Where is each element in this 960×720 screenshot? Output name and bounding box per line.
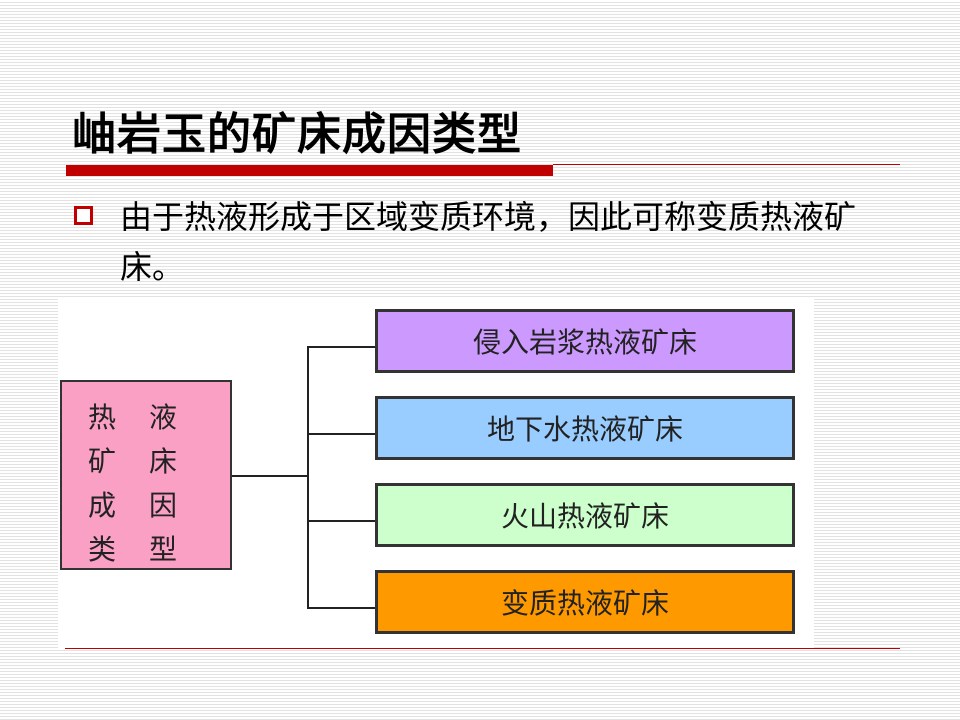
root-char: 床 (149, 445, 178, 478)
root-node: 热 液 矿 床 成 因 类 型 (60, 380, 232, 570)
connector-branch-4 (307, 607, 375, 609)
root-char: 热 (88, 401, 117, 434)
connector-branch-2 (307, 433, 375, 435)
child-node-volcanic: 火山热液矿床 (375, 483, 795, 547)
root-char: 液 (149, 401, 178, 434)
root-char: 因 (149, 489, 178, 522)
root-char: 矿 (88, 445, 117, 478)
title-underline-thick (66, 165, 553, 176)
slide-title: 岫岩玉的矿床成因类型 (72, 109, 522, 160)
child-node-intrusive: 侵入岩浆热液矿床 (375, 309, 795, 373)
square-bullet-icon (74, 206, 93, 225)
bullet-text: 由于热液形成于区域变质环境，因此可称变质热液矿床。 (120, 198, 857, 286)
root-char: 型 (149, 533, 178, 566)
title-underline-thin (553, 164, 900, 165)
root-char: 成 (88, 489, 117, 522)
child-node-metamorphic: 变质热液矿床 (375, 570, 795, 634)
connector-branch-3 (307, 520, 375, 522)
connector-branch-1 (307, 346, 375, 348)
connector-trunk (307, 347, 309, 608)
root-char: 类 (88, 533, 117, 566)
footer-divider (65, 648, 900, 649)
connector-root (232, 475, 308, 477)
deposit-type-diagram: 热 液 矿 床 成 因 类 型 侵入岩浆热液矿床 地下水热液矿床 火山热液矿床 … (58, 298, 814, 648)
child-node-groundwater: 地下水热液矿床 (375, 396, 795, 460)
